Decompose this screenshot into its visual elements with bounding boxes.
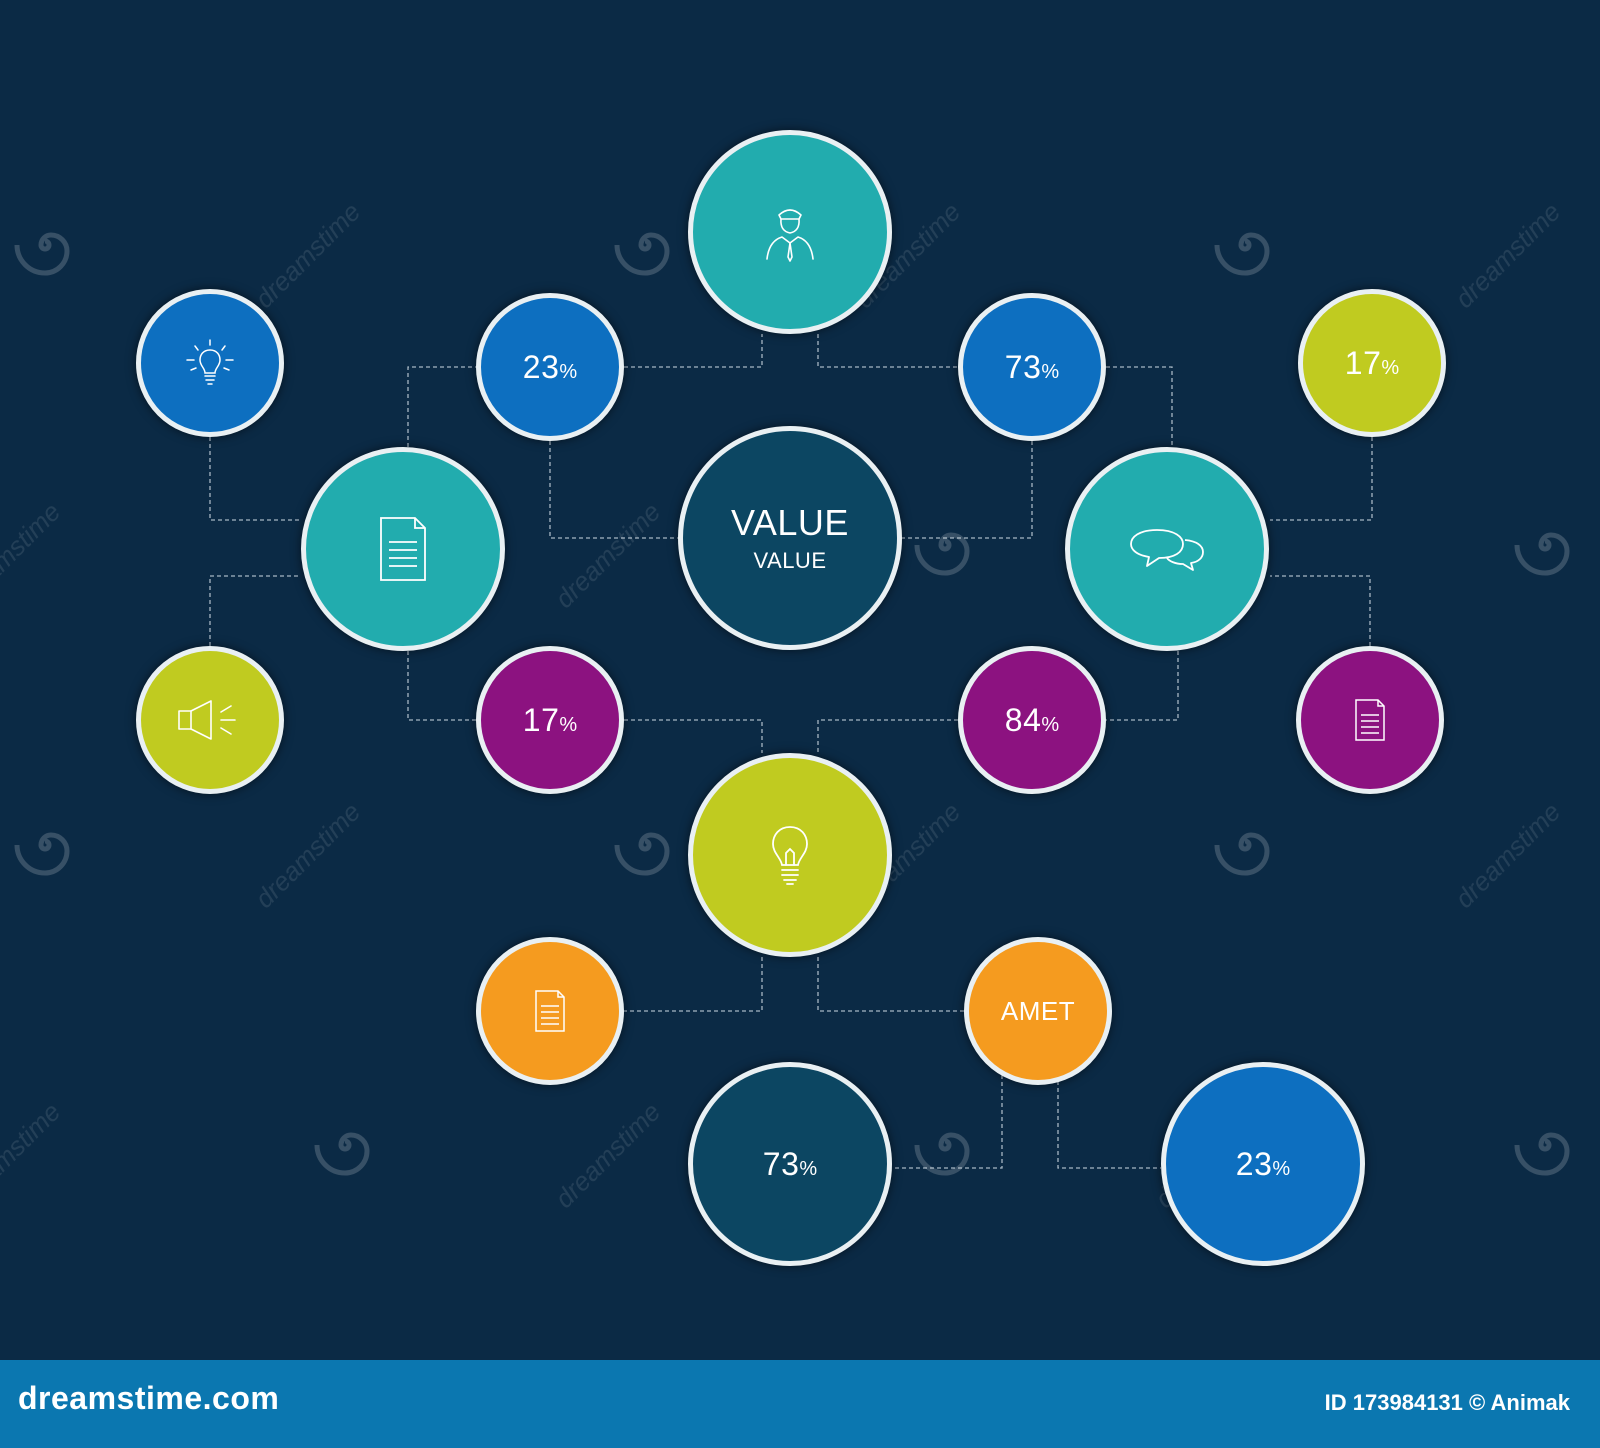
watermark-swirl-icon [13,813,77,882]
top-right-lime-percent-node: 17% [1298,289,1446,437]
connector-line [624,334,763,368]
top-left-percent-node: 23% [476,293,624,441]
footer-brand[interactable]: dreamstime.com [18,1380,280,1416]
person-icon [755,197,825,267]
watermark-swirl-icon [1513,513,1577,582]
center-subtitle: VALUE [753,548,827,573]
connector-line [209,437,300,521]
center-title: VALUE [731,502,849,543]
top-right-blue-percent-node: 73% [958,293,1106,441]
connector-line [624,719,763,753]
percent-sign: % [1041,360,1060,383]
watermark-swirl-icon [1513,1113,1577,1182]
percent-sign: % [559,360,578,383]
connector-line [817,719,958,753]
connector-line [892,1075,1003,1169]
percent-value: 23 [1235,1145,1273,1182]
center-value-node: VALUE VALUE [678,426,902,650]
right-chat-node [1065,447,1269,651]
document-icon [1352,697,1388,743]
top-left-lightbulb-node [136,289,284,437]
bottom-left-document-node [476,937,624,1085]
percent-value: 73 [1004,348,1042,385]
connector-line [1270,437,1373,521]
bottom-lightbulb-node [688,753,892,957]
percent-sign: % [799,1157,818,1180]
lightbulb-glow-icon [183,338,237,388]
percent-sign: % [1272,1157,1291,1180]
connector-line [407,651,476,721]
bottom-navy-percent-node: 73% [688,1062,892,1266]
connector-line [209,575,300,646]
percent-value: 17 [522,701,560,738]
mid-left-percent-node: 17% [476,646,624,794]
image-id-credit: ID 173984131 © Animak [1324,1390,1570,1415]
percent-value: 73 [762,1145,800,1182]
speaker-icon [175,698,245,742]
left-document-node [301,447,505,651]
mid-right-document-node [1296,646,1444,794]
connector-lines [209,334,1373,1169]
amet-node: AMET [964,937,1112,1085]
percent-value: 17 [1344,344,1382,381]
percent-value: 23 [522,348,560,385]
mid-right-percent-node: 84% [958,646,1106,794]
watermark-swirl-icon [1213,813,1277,882]
top-person-node [688,130,892,334]
connector-line [1106,366,1173,447]
connector-line [1106,651,1179,721]
bottom-blue-percent-node: 23% [1161,1062,1365,1266]
connector-line [902,441,1033,539]
watermark-swirl-icon [613,813,677,882]
lightbulb-icon [770,823,810,887]
mid-left-speaker-node [136,646,284,794]
amet-label: AMET [1000,995,1076,1026]
watermark-swirl-icon [913,1113,977,1182]
connector-line [624,957,763,1012]
watermark-swirl-icon [13,213,77,282]
connector-line [549,441,678,539]
connector-line [817,957,964,1012]
watermark-swirl-icon [313,1113,377,1182]
document-icon [375,514,431,584]
chat-bubbles-icon [1127,524,1207,574]
percent-sign: % [1041,713,1060,736]
connector-line [1057,1081,1161,1169]
connector-line [1270,575,1371,646]
document-icon [532,988,568,1034]
watermark-swirl-icon [1213,213,1277,282]
footer-bar: dreamstime.com ID 173984131 © Animak [0,1360,1600,1448]
percent-sign: % [559,713,578,736]
connector-line [407,366,476,447]
watermark-swirl-icon [913,513,977,582]
watermark-swirl-icon [613,213,677,282]
percent-value: 84 [1004,701,1042,738]
connector-line [817,334,958,368]
percent-sign: % [1381,356,1400,379]
